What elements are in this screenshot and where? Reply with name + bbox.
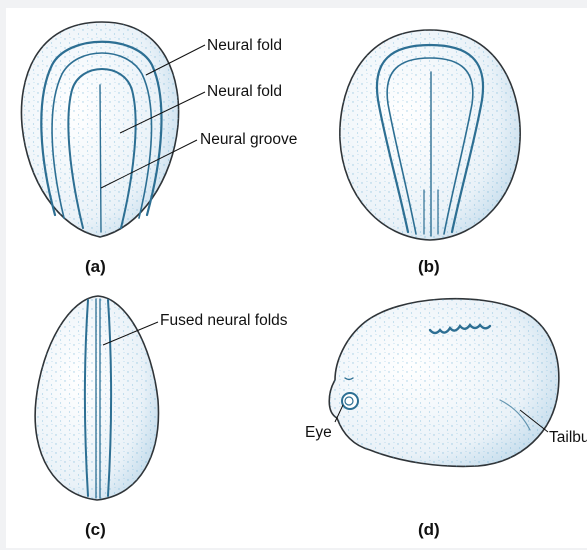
label-eye: Eye	[305, 424, 332, 441]
label-neural-groove: Neural groove	[200, 131, 297, 148]
label-neural-fold-1: Neural fold	[207, 37, 282, 54]
embryo-d-drawing	[329, 299, 559, 467]
caption-a: (a)	[85, 257, 106, 276]
label-tailbud: Tailbud	[549, 429, 587, 446]
caption-d: (d)	[418, 520, 440, 539]
label-neural-fold-2: Neural fold	[207, 83, 282, 100]
label-fused-neural-folds: Fused neural folds	[160, 312, 288, 329]
embryo-b-drawing	[340, 30, 520, 240]
embryo-c-drawing	[35, 296, 158, 500]
embryo-a-drawing	[21, 22, 178, 237]
caption-c: (c)	[85, 520, 106, 539]
caption-b: (b)	[418, 257, 440, 276]
